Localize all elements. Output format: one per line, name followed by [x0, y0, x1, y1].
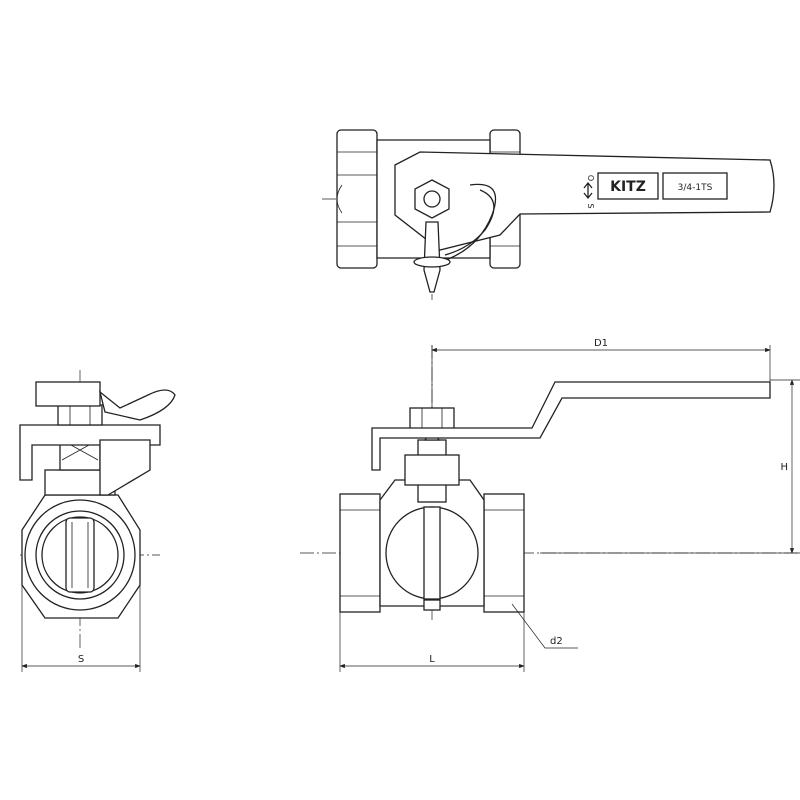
- front-view-handle: [371, 381, 771, 471]
- side-view-nut: [57, 404, 103, 426]
- top-view: O S KITZ 3/4-1TS: [322, 129, 775, 300]
- top-view-hex-nut: [414, 179, 450, 219]
- side-view-ball-slot: [65, 517, 95, 593]
- front-view-nut: [409, 407, 455, 431]
- leader-line-d2: [511, 603, 578, 649]
- side-view: S: [19, 370, 176, 672]
- position-mark-open: O: [586, 175, 595, 181]
- dimension-label-h: H: [780, 462, 788, 473]
- double-arrow-icon: [583, 181, 593, 200]
- front-view-packing: [404, 454, 460, 486]
- front-view: D1 H L d2: [300, 338, 800, 672]
- position-mark-shut: S: [586, 203, 595, 208]
- model-label-box: [662, 172, 728, 200]
- model-label: 3/4-1TS: [678, 183, 713, 193]
- side-view-wing-lock: [98, 389, 176, 421]
- brand-label: KITZ: [610, 179, 646, 195]
- front-view-right-end: [483, 493, 525, 613]
- dimension-label-d1: D1: [594, 338, 608, 349]
- top-view-stem: [423, 190, 441, 208]
- dimension-label-l: L: [429, 654, 435, 665]
- dimension-label-s: S: [78, 654, 84, 665]
- side-view-handle: [19, 424, 161, 481]
- brand-label-box: [597, 172, 659, 200]
- front-view-left-end: [339, 493, 381, 613]
- top-view-stopper-arc-inner: [444, 189, 495, 256]
- top-view-left-end: [336, 129, 378, 269]
- top-view-position-indicator: O S: [583, 175, 595, 209]
- side-view-bore: [35, 510, 125, 600]
- front-view-bottom-plug: [423, 599, 441, 611]
- front-view-ball-port: [423, 506, 441, 600]
- top-view-handle: [394, 151, 775, 251]
- dimension-label-d2: d2: [550, 636, 563, 647]
- side-view-top-block: [35, 381, 101, 407]
